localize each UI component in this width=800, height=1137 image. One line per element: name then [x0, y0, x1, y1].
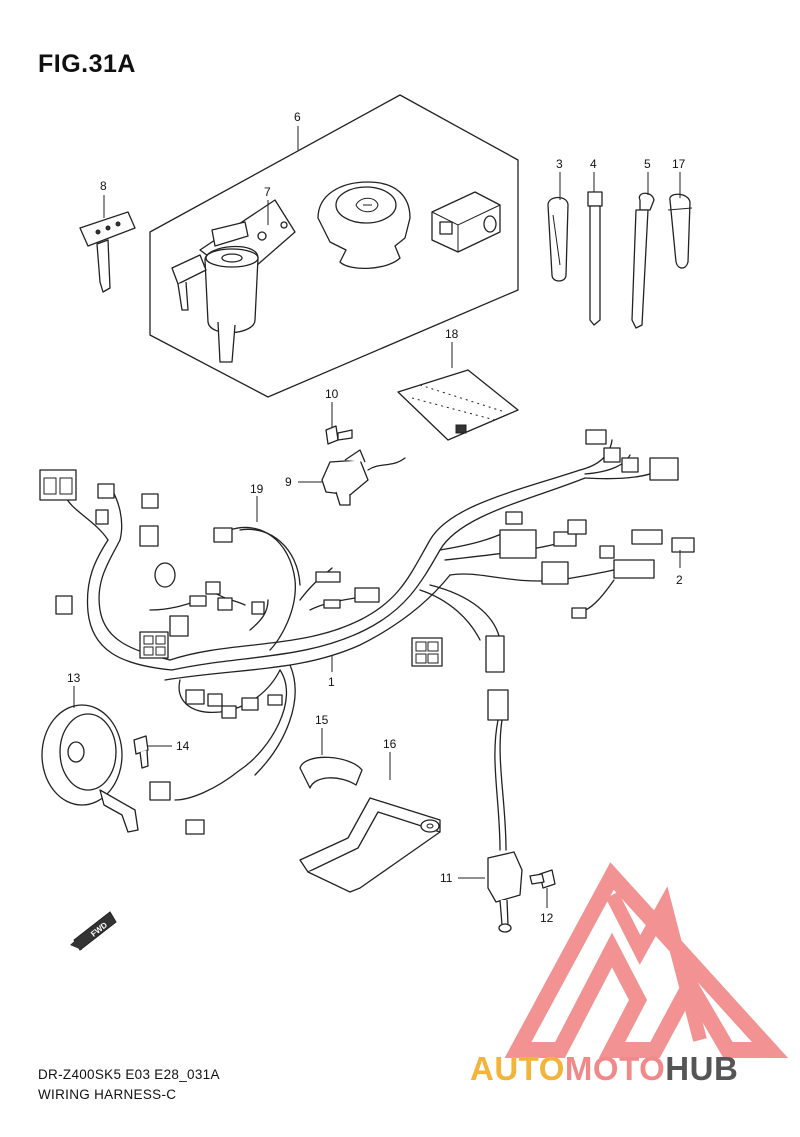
part-6-lock-cylinder [431, 191, 501, 253]
fwd-direction-badge: FWD [70, 911, 117, 951]
callout-16: 16 [383, 737, 397, 751]
part-7-ignition-switch [171, 199, 296, 363]
callout-9: 9 [285, 475, 292, 489]
callout-2: 2 [676, 573, 683, 587]
part-8-key [79, 211, 136, 293]
part-14-bolt [133, 735, 149, 769]
part-4-cable-tie [587, 191, 603, 326]
callout-12: 12 [540, 911, 554, 925]
connector-4pin-center [411, 637, 443, 667]
callout-14: 14 [176, 739, 190, 753]
callout-10: 10 [325, 387, 339, 401]
part-15-cover [299, 756, 363, 789]
watermark-logo [504, 862, 789, 1058]
part-12-bolt [529, 869, 556, 889]
part-13-horn [41, 704, 139, 833]
part-9-switch [321, 449, 406, 506]
svg-text:AUTOMOTOHUB: AUTOMOTOHUB [470, 1050, 738, 1087]
connector-large-left [39, 469, 77, 501]
part-10-bolt [325, 425, 353, 445]
callout-numbers: 6 7 8 3 4 5 17 18 10 9 19 2 1 13 14 15 1… [67, 110, 686, 925]
part-6-set-box [149, 94, 519, 398]
model-code: DR-Z400SK5 E03 E28_031A [38, 1067, 220, 1082]
callout-13: 13 [67, 671, 81, 685]
callout-19: 19 [250, 482, 264, 496]
callout-1: 1 [328, 675, 335, 689]
callout-6: 6 [294, 110, 301, 124]
part-5-cable-tie [631, 192, 655, 329]
part-6-fuel-cap [317, 181, 411, 270]
callout-leaders [73, 126, 681, 908]
callout-5: 5 [644, 157, 651, 171]
watermark-triangle [504, 862, 789, 1058]
part-3-clamp [547, 196, 569, 282]
callout-15: 15 [315, 713, 329, 727]
watermark-m-stroke [605, 886, 707, 1042]
part-11-switch [487, 689, 523, 933]
watermark-hub: HUB [665, 1050, 738, 1087]
callout-3: 3 [556, 157, 563, 171]
callout-18: 18 [445, 327, 459, 341]
part-17-clip [667, 193, 693, 269]
callout-4: 4 [590, 157, 597, 171]
callout-17: 17 [672, 157, 686, 171]
callout-8: 8 [100, 179, 107, 193]
figure-title: FIG.31A [38, 50, 136, 78]
part-18-label-sheet [397, 369, 519, 441]
watermark-text: AUTOMOTOHUB [470, 1050, 738, 1087]
diagram-caption: WIRING HARNESS-C [38, 1087, 177, 1102]
part-16-bracket [299, 797, 441, 893]
watermark-auto: AUTO [470, 1050, 565, 1087]
harness-connectors [39, 429, 695, 835]
callout-7: 7 [264, 185, 271, 199]
callout-11: 11 [440, 871, 453, 885]
watermark-moto: MOTO [565, 1050, 665, 1087]
